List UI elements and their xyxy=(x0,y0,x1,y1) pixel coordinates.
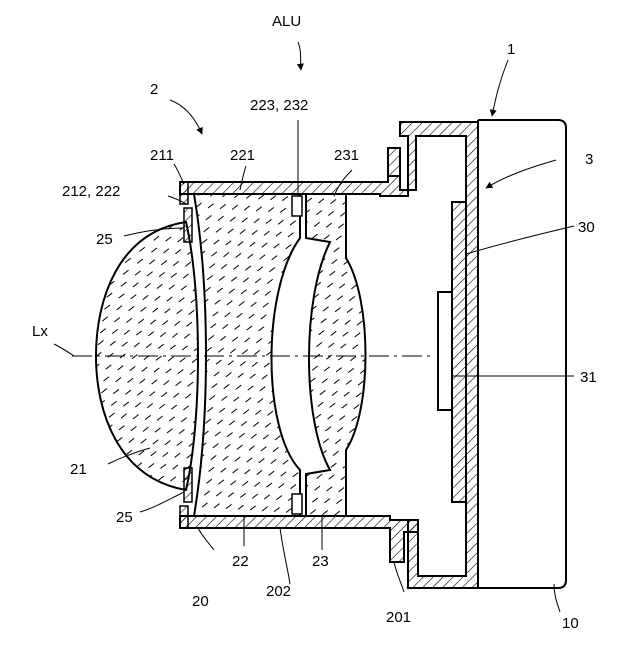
label-spacer-lower: 25 xyxy=(116,509,133,526)
lens-23 xyxy=(306,194,366,516)
spacer-lower xyxy=(184,468,192,502)
label-lens-second: 22 xyxy=(232,553,249,570)
label-substrate: 30 xyxy=(578,219,595,236)
label-interface-front: 212, 222 xyxy=(62,183,120,200)
lens-unit-arrow xyxy=(170,100,202,134)
label-housing-base: 10 xyxy=(562,615,579,632)
alu-arrow xyxy=(298,42,301,70)
housing-base xyxy=(478,120,566,588)
label-lens-third-top: 231 xyxy=(334,147,359,164)
label-interface-rear: 223, 232 xyxy=(250,97,308,114)
label-barrel: 20 xyxy=(192,593,209,610)
label-sensor-module: 3 xyxy=(585,151,593,168)
label-lens-second-top: 221 xyxy=(230,147,255,164)
label-flange-front: 211 xyxy=(150,147,174,164)
image-sensor xyxy=(438,292,452,410)
label-lens-first: 21 xyxy=(70,461,87,478)
label-device: 1 xyxy=(507,41,515,58)
sensor-module-arrow xyxy=(486,160,556,188)
label-barrel-mount: 201 xyxy=(386,609,411,626)
label-optical-axis: Lx xyxy=(32,323,48,340)
lens-22 xyxy=(194,194,300,516)
label-image-sensor: 31 xyxy=(580,369,597,386)
device-arrow xyxy=(492,60,508,116)
label-spacer: 25 xyxy=(96,231,113,248)
substrate xyxy=(452,202,466,502)
label-alu: ALU xyxy=(272,13,301,30)
interface-notch-lower xyxy=(292,494,302,514)
label-lens-unit: 2 xyxy=(150,81,158,98)
label-barrel-wall: 202 xyxy=(266,583,291,600)
spacer-upper xyxy=(184,208,192,242)
interface-notch-upper xyxy=(292,196,302,216)
label-lens-third: 23 xyxy=(312,553,329,570)
